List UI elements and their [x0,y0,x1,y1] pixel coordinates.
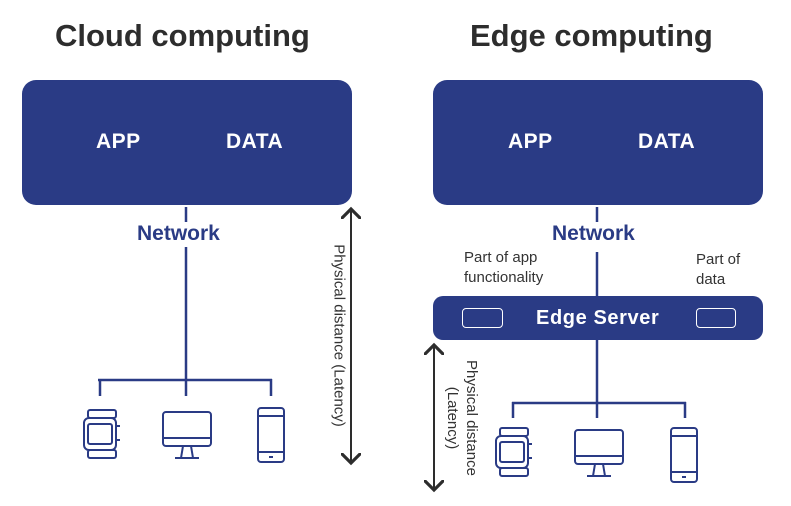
server-slot-left [462,308,503,328]
smartphone-icon [670,427,698,483]
edge-network-label: Network [552,222,635,245]
cloud-data-label: DATA [226,130,284,153]
smartwatch-icon [83,409,120,459]
smartphone-icon [257,407,285,463]
edge-server-box: Edge Server [433,296,763,340]
edge-latency-line2: (Latency) [444,386,461,450]
cloud-app-label: APP [96,130,141,153]
edge-latency-label: Physical distance (Latency) [441,343,481,493]
cloud-app-data-box: APP DATA [22,80,352,205]
desktop-monitor-icon [162,411,212,459]
edge-app-data-box: APP DATA [433,80,763,205]
edge-data-label: DATA [638,130,696,153]
part-of-app-line1: Part of app [464,249,538,266]
part-of-data-line2: data [696,271,726,288]
edge-computing-title: Edge computing [470,18,713,53]
part-of-data-note: Part of data [696,250,740,290]
edge-app-label: APP [508,130,553,153]
edge-latency-line1: Physical distance [463,360,480,476]
cloud-network-lines [98,207,273,396]
cloud-latency-label: Physical distance (Latency) [330,244,348,427]
edge-network-lines [511,207,687,418]
server-slot-right [696,308,736,328]
smartwatch-icon [495,427,532,477]
cloud-computing-title: Cloud computing [55,18,310,53]
edge-server-label: Edge Server [536,307,660,329]
desktop-monitor-icon [574,429,624,477]
part-of-app-line2: functionality [464,269,544,286]
cloud-network-label: Network [137,222,220,245]
part-of-data-line1: Part of [696,251,741,268]
part-of-app-note: Part of app functionality [464,248,543,288]
